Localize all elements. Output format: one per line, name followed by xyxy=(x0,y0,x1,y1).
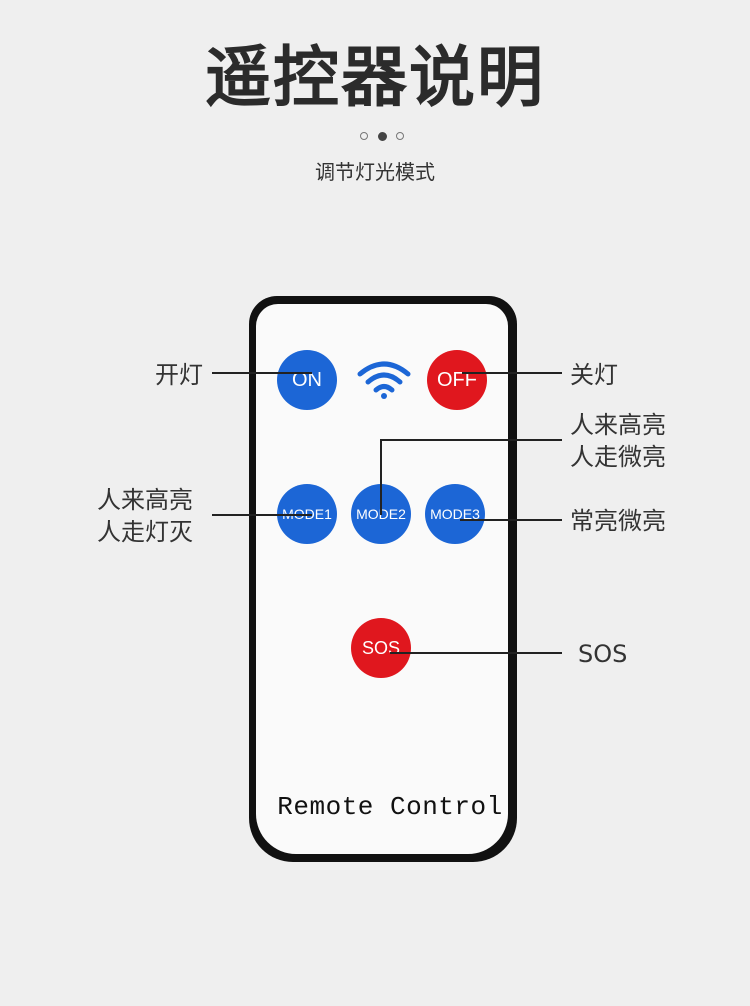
page-dot xyxy=(396,132,404,140)
label-mode1-line1: 人来高亮 xyxy=(97,486,193,514)
wifi-signal-icon xyxy=(357,361,411,399)
callout-line-mode2-horizontal xyxy=(380,439,562,441)
callout-line-mode2-vertical xyxy=(380,439,382,515)
callout-line-sos xyxy=(390,652,562,654)
callout-line-on xyxy=(212,372,312,374)
label-mode1-line2: 人走灯灭 xyxy=(97,518,193,546)
callout-line-mode1 xyxy=(212,514,312,516)
label-mode3: 常亮微亮 xyxy=(570,507,666,535)
on-button[interactable]: ON xyxy=(277,350,337,410)
label-mode2-line1: 人来高亮 xyxy=(570,411,666,439)
remote-face: ON OFF MODE1 MODE2 MODE3 SOS Remote Cont… xyxy=(256,304,508,854)
label-off: 关灯 xyxy=(570,361,618,389)
page-indicator xyxy=(360,130,404,142)
page-dot xyxy=(360,132,368,140)
remote-control: ON OFF MODE1 MODE2 MODE3 SOS Remote Cont… xyxy=(249,296,517,862)
label-sos: SOS xyxy=(578,640,628,668)
callout-line-mode3 xyxy=(460,519,562,521)
off-button[interactable]: OFF xyxy=(427,350,487,410)
remote-brand-label: Remote Control xyxy=(277,792,503,822)
label-on: 开灯 xyxy=(155,361,203,389)
sos-button[interactable]: SOS xyxy=(351,618,411,678)
page-title: 遥控器说明 xyxy=(205,39,545,116)
page-dot-active xyxy=(377,131,387,141)
callout-line-off xyxy=(462,372,562,374)
mode3-button[interactable]: MODE3 xyxy=(425,484,485,544)
page-subtitle: 调节灯光模式 xyxy=(315,160,435,184)
label-mode2-line2: 人走微亮 xyxy=(570,443,666,471)
